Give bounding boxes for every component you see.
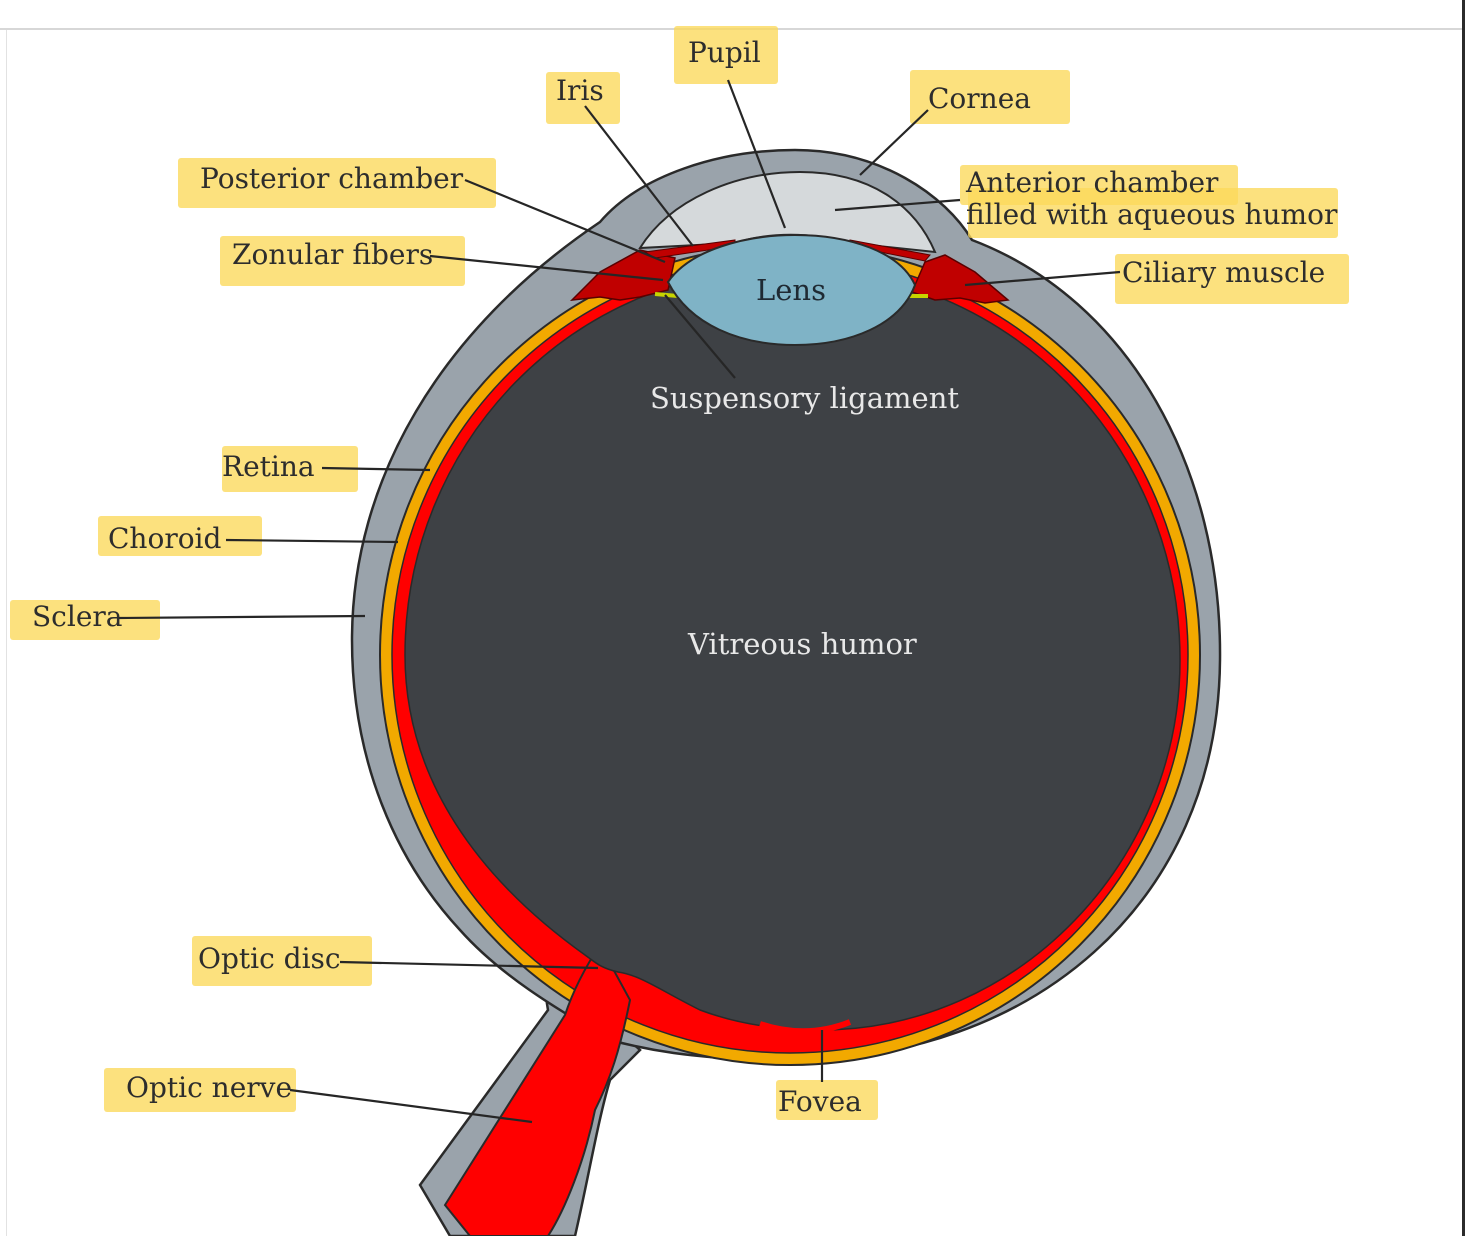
highlight-iris — [546, 72, 620, 124]
label-retina: Retina — [222, 450, 315, 483]
leader-retina — [321, 466, 431, 472]
leader-posterior-chamber — [464, 178, 666, 264]
highlight-ciliary-muscle — [1115, 254, 1349, 304]
leader-zonular-fibers — [429, 254, 664, 282]
label-sclera: Sclera — [32, 600, 122, 633]
label-suspensory-ligament: Suspensory ligament — [650, 381, 959, 415]
leader-pupil — [726, 79, 787, 229]
highlight-choroid — [98, 516, 262, 556]
leader-cornea — [859, 109, 929, 176]
label-cornea: Cornea — [928, 82, 1031, 115]
lens-shape — [666, 233, 917, 347]
ciliary-body-right — [910, 254, 1010, 304]
label-highlights — [10, 26, 1349, 1120]
leader-sclera — [117, 614, 366, 620]
right-rule — [1462, 0, 1465, 1236]
label-iris: Iris — [556, 74, 604, 107]
fovea-dip — [759, 1019, 852, 1035]
leader-anterior-chamber — [834, 198, 961, 212]
label-optic-disc: Optic disc — [198, 942, 341, 975]
labels: Pupil Iris Cornea Posterior chamber Ante… — [32, 36, 1338, 1118]
label-ciliary-muscle: Ciliary muscle — [1122, 256, 1325, 289]
label-vitreous-humor: Vitreous humor — [687, 627, 917, 661]
left-rule — [6, 30, 7, 1236]
label-pupil: Pupil — [688, 36, 761, 69]
label-anterior-chamber-line2: filled with aqueous humor — [966, 198, 1338, 231]
optic-nerve-core — [443, 943, 632, 1236]
label-lens: Lens — [756, 273, 826, 307]
label-anterior-chamber-line1: Anterior chamber — [965, 166, 1219, 199]
leader-lines — [117, 79, 1121, 1124]
highlight-optic-disc — [192, 936, 372, 986]
highlight-sclera — [10, 600, 160, 640]
label-fovea: Fovea — [778, 1085, 862, 1118]
leader-iris — [584, 105, 694, 247]
leader-optic-nerve — [289, 1088, 533, 1124]
label-choroid: Choroid — [108, 522, 222, 555]
highlight-retina — [222, 446, 358, 492]
vitreous-body — [404, 267, 1181, 1031]
label-posterior-chamber: Posterior chamber — [200, 162, 464, 195]
leader-suspensory-ligament — [664, 294, 736, 379]
highlight-optic-nerve — [104, 1068, 296, 1112]
suspensory-ligament-left — [654, 292, 679, 298]
label-zonular-fibers: Zonular fibers — [232, 238, 433, 271]
leader-optic-disc — [339, 960, 599, 970]
highlight-pupil — [674, 26, 778, 84]
label-optic-nerve: Optic nerve — [126, 1071, 292, 1104]
eye-anatomy — [350, 148, 1222, 1236]
highlight-posterior-chamber — [178, 158, 496, 208]
highlight-fovea — [776, 1080, 878, 1120]
highlight-zonular-fibers — [220, 236, 465, 286]
highlight-anterior-chamber-2 — [968, 188, 1338, 238]
leader-ciliary-muscle — [964, 270, 1121, 287]
highlight-cornea — [910, 70, 1070, 124]
leader-choroid — [225, 538, 399, 544]
